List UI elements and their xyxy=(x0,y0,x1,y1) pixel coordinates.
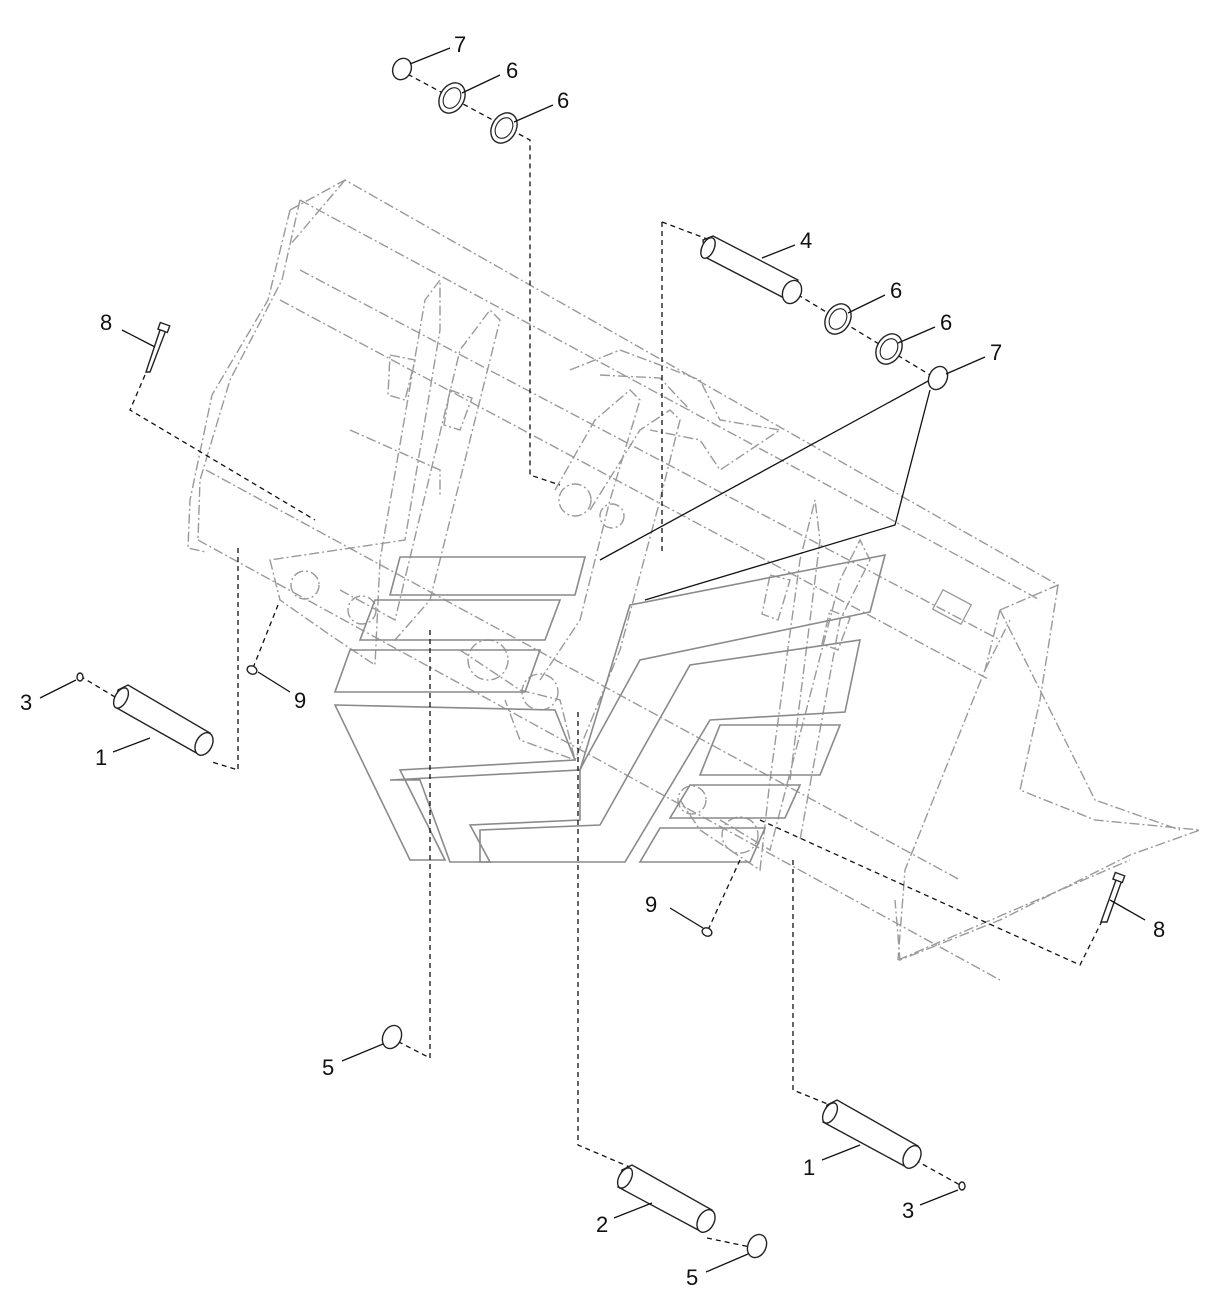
shim-6-top-a xyxy=(438,82,466,114)
callout-3-right: 3 xyxy=(902,1198,914,1223)
callout-6-right-b: 6 xyxy=(940,310,952,335)
bolt-8-right xyxy=(1100,871,1126,923)
callout-9-center: 9 xyxy=(645,892,657,917)
callout-8-left: 8 xyxy=(100,310,112,335)
callout-6-top-a: 6 xyxy=(506,58,518,83)
callout-3-left: 3 xyxy=(20,690,32,715)
pin-4 xyxy=(700,235,803,305)
o-ring-7-right xyxy=(927,365,949,391)
o-ring-5-bottom xyxy=(746,1233,768,1259)
pin-1-left xyxy=(112,684,214,756)
o-ring-7-top xyxy=(391,57,413,81)
leader-7-to-coupler xyxy=(599,379,931,601)
grease-fitting-9-left xyxy=(246,665,258,675)
callout-1-left: 1 xyxy=(95,745,107,770)
callout-leaders xyxy=(39,47,1146,1273)
callout-1-right: 1 xyxy=(803,1155,815,1180)
pin-2 xyxy=(616,1164,716,1233)
shim-6-top-b xyxy=(490,112,518,144)
callout-9-left: 9 xyxy=(294,688,306,713)
callout-7-right: 7 xyxy=(990,340,1002,365)
cotter-3-left xyxy=(76,672,84,682)
callout-4: 4 xyxy=(800,228,812,253)
center-coupler xyxy=(459,349,782,762)
shim-6-right-a xyxy=(824,303,852,335)
assembly-lines xyxy=(79,69,1111,1249)
pin-1-right xyxy=(821,1099,922,1169)
callout-2: 2 xyxy=(596,1212,608,1237)
callout-5-bottom: 5 xyxy=(686,1265,698,1290)
right-mounting-brackets xyxy=(677,499,871,872)
callout-5-left: 5 xyxy=(322,1055,334,1080)
callout-6-top-b: 6 xyxy=(557,88,569,113)
background-watermark xyxy=(333,553,887,863)
callout-labels: 7 6 6 8 4 6 6 7 3 9 1 9 8 5 1 3 2 5 xyxy=(20,32,1165,1290)
shim-6-right-b xyxy=(875,333,903,365)
grease-fitting-9-center xyxy=(701,927,713,937)
bucket-outline xyxy=(187,179,1201,981)
callout-6-right-a: 6 xyxy=(890,278,902,303)
callout-7-top: 7 xyxy=(454,32,466,57)
left-mounting-brackets xyxy=(269,277,501,667)
cotter-3-right xyxy=(958,1181,966,1191)
bolt-8-left xyxy=(145,321,171,373)
callout-8-right: 8 xyxy=(1153,917,1165,942)
o-ring-5-left xyxy=(381,1024,403,1050)
